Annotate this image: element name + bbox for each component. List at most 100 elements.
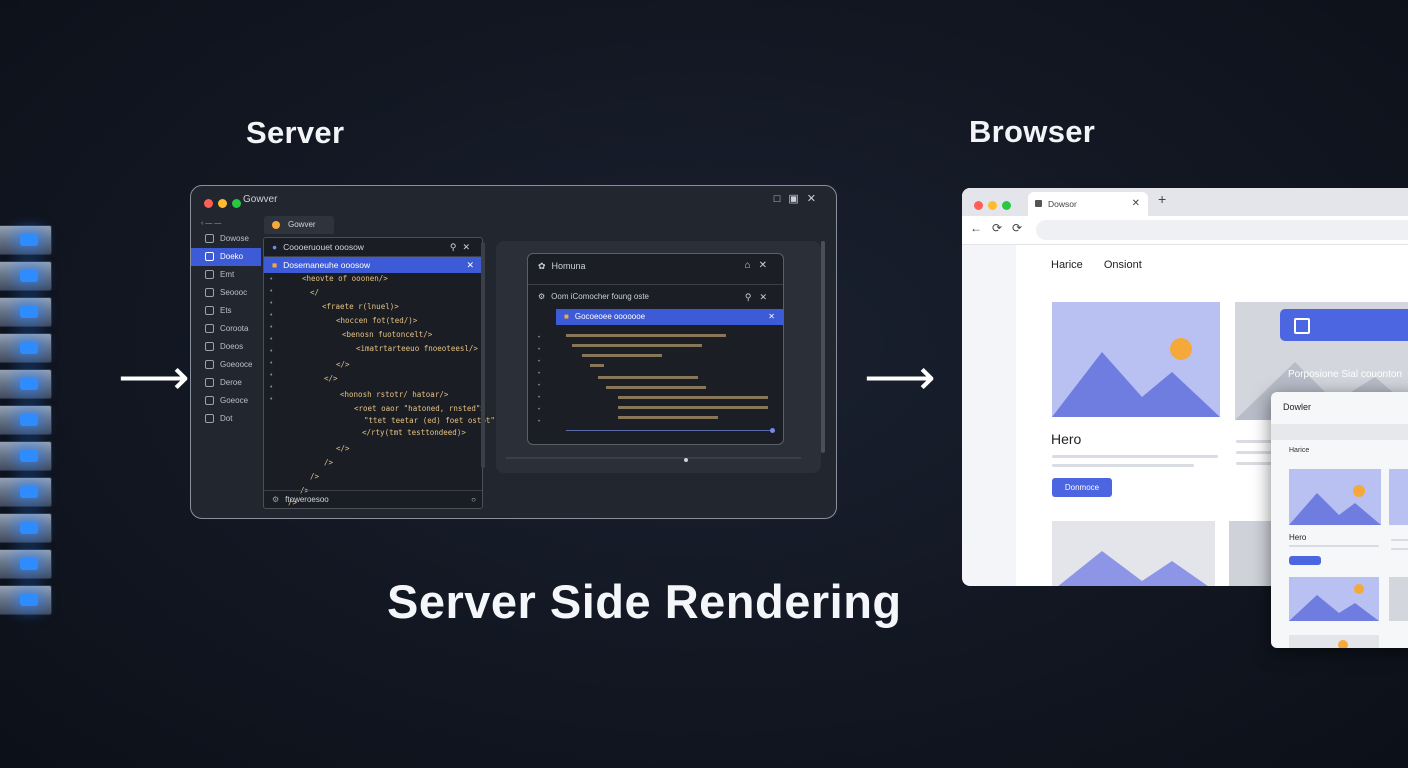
code-line: /> — [310, 472, 320, 481]
sidebar-item[interactable]: Ets — [191, 302, 261, 320]
lock-icon — [205, 414, 214, 424]
status-circle-icon: ○ — [471, 495, 476, 504]
new-tab-plus-icon[interactable]: + — [1158, 191, 1167, 207]
code-line: "ttet teetar (ed) foet ostot" — [364, 416, 495, 425]
arrow-right-icon: ⟶ — [118, 349, 190, 405]
file-icon — [205, 324, 214, 334]
file-icon — [205, 342, 214, 352]
close-icon[interactable]: ✕ — [768, 312, 775, 321]
page-nav: Harice Onsiont — [1051, 259, 1142, 271]
card-image-placeholder — [1052, 521, 1215, 586]
nav-link[interactable]: Onsiont — [1103, 259, 1142, 271]
text-line — [1391, 539, 1408, 541]
line-number-gutter: •••••••• — [538, 335, 541, 425]
url-field[interactable] — [1036, 220, 1408, 240]
text-line — [1052, 464, 1194, 467]
code-line: </> — [336, 360, 350, 369]
mobile-image-placeholder — [1289, 469, 1381, 525]
window-controls[interactable] — [974, 197, 1016, 215]
code-line-bar — [618, 396, 768, 399]
nav-arrows-icon[interactable]: ‹ — — — [201, 220, 222, 227]
tab-icon — [272, 221, 280, 229]
code-line-bar — [572, 344, 702, 347]
mobile-preview: Dowler Harice Hero — [1271, 392, 1408, 648]
sidebar-item[interactable]: Deroe — [191, 374, 261, 392]
overlay-text: Porposione Sial couonton — [1288, 369, 1402, 380]
code-line: /> — [324, 458, 334, 467]
preview-progress-handle[interactable] — [770, 428, 775, 433]
sidebar-item[interactable]: Dowose — [191, 230, 261, 248]
preview-code-lines: •••••••• — [538, 332, 778, 432]
sidebar-item[interactable]: Dot — [191, 410, 261, 428]
code-line: <benosn fuotoncelt/> — [342, 330, 433, 339]
sidebar-item[interactable]: Goeoce — [191, 392, 261, 410]
browser-tab[interactable]: Dowsor ✕ — [1028, 192, 1148, 216]
preview-selected-row[interactable]: ■Gocoeoee ooooooe ✕ — [556, 309, 783, 325]
preview-subheader: ⚙Oom iComocher foung oste — [538, 292, 649, 301]
nested-preview-window: ✿Homuna ⌂✕ ⚙Oom iComocher foung oste ⚲✕ … — [527, 253, 784, 445]
file-icon — [205, 396, 214, 406]
window-action-icons[interactable]: □▣✕ — [773, 193, 824, 205]
text-line — [1391, 548, 1408, 550]
mobile-title: Dowler — [1283, 402, 1312, 412]
mobile-urlbar — [1271, 424, 1408, 440]
editor-selected-row[interactable]: ■Dosemaneuhe ooosow ✕ — [264, 257, 482, 273]
sidebar-item-active[interactable]: Doeko — [191, 248, 261, 266]
mobile-image-placeholder — [1289, 635, 1379, 648]
code-line: <roet oaor "hatoned, rnsted"> — [354, 404, 485, 413]
preview-window-icons[interactable]: ⌂✕ — [744, 260, 775, 271]
nav-back-reload-icons[interactable]: ←⟳⟳ — [970, 221, 1033, 235]
line-number-gutter: ••••••••••• — [270, 276, 273, 403]
gear-icon: ⚙ — [538, 292, 546, 301]
hero-heading: Hero — [1051, 431, 1082, 447]
overlay-card[interactable] — [1280, 309, 1408, 341]
code-line-bar — [618, 416, 718, 419]
nav-link[interactable]: Harice — [1051, 259, 1083, 271]
browser-addressbar: ←⟳⟳ — [962, 216, 1408, 245]
folder-icon — [205, 234, 214, 244]
sidebar-item[interactable]: Seoooc — [191, 284, 261, 302]
server-tab[interactable]: Gowver stiaso — [264, 216, 334, 247]
file-icon — [205, 306, 214, 316]
search-close-icons[interactable]: ⚲✕ — [449, 242, 476, 252]
code-lines[interactable]: ••••••••••• <heovte of ooonen/> </ <frae… — [264, 274, 495, 507]
mobile-cta-button[interactable] — [1289, 556, 1321, 565]
text-line — [1236, 440, 1276, 443]
cta-button[interactable]: Donmoce — [1052, 478, 1112, 497]
diagram-title: Server Side Rendering — [387, 575, 902, 628]
file-icon — [205, 252, 214, 262]
server-label: Server — [246, 115, 345, 150]
close-icon[interactable]: ✕ — [1131, 198, 1140, 209]
file-icon — [205, 270, 214, 280]
text-line — [1236, 451, 1276, 454]
sidebar-item[interactable]: Goeooce — [191, 356, 261, 374]
code-line-bar — [598, 376, 698, 379]
window-controls[interactable] — [204, 195, 246, 213]
code-line: </> — [324, 374, 338, 383]
sidebar-item[interactable]: Coroota — [191, 320, 261, 338]
close-icon[interactable]: ✕ — [466, 260, 474, 270]
code-line: </ — [310, 288, 320, 297]
code-line-bar — [606, 386, 706, 389]
code-line-bar — [590, 364, 604, 367]
code-line-bar — [618, 406, 768, 409]
browser-label: Browser — [969, 114, 1096, 149]
divider — [528, 284, 783, 285]
mountain-image-icon — [1058, 551, 1208, 586]
search-close-icons[interactable]: ⚲✕ — [744, 292, 775, 302]
code-line-bar — [582, 354, 662, 357]
window-scrollbar[interactable] — [821, 241, 825, 453]
code-line: </> — [336, 444, 350, 453]
sidebar-item[interactable]: Emt — [191, 266, 261, 284]
mobile-nav[interactable]: Harice — [1289, 447, 1310, 454]
arrow-right-icon: ⟶ — [864, 349, 936, 405]
sidebar-item[interactable]: Doeos — [191, 338, 261, 356]
preview-progress-track[interactable] — [566, 430, 772, 431]
server-window: Gowver □▣✕ ‹ — — Gowver stiaso Dowose Do… — [190, 185, 837, 519]
file-icon — [205, 378, 214, 388]
editor-scrollbar[interactable] — [481, 242, 485, 468]
preview-scroll-dot[interactable] — [684, 458, 688, 462]
editor-header: ●Coooeruouet ooosow ⚲✕ — [264, 238, 482, 257]
window-icon — [1294, 318, 1310, 334]
browser-tab-label: Dowsor — [1048, 199, 1077, 209]
